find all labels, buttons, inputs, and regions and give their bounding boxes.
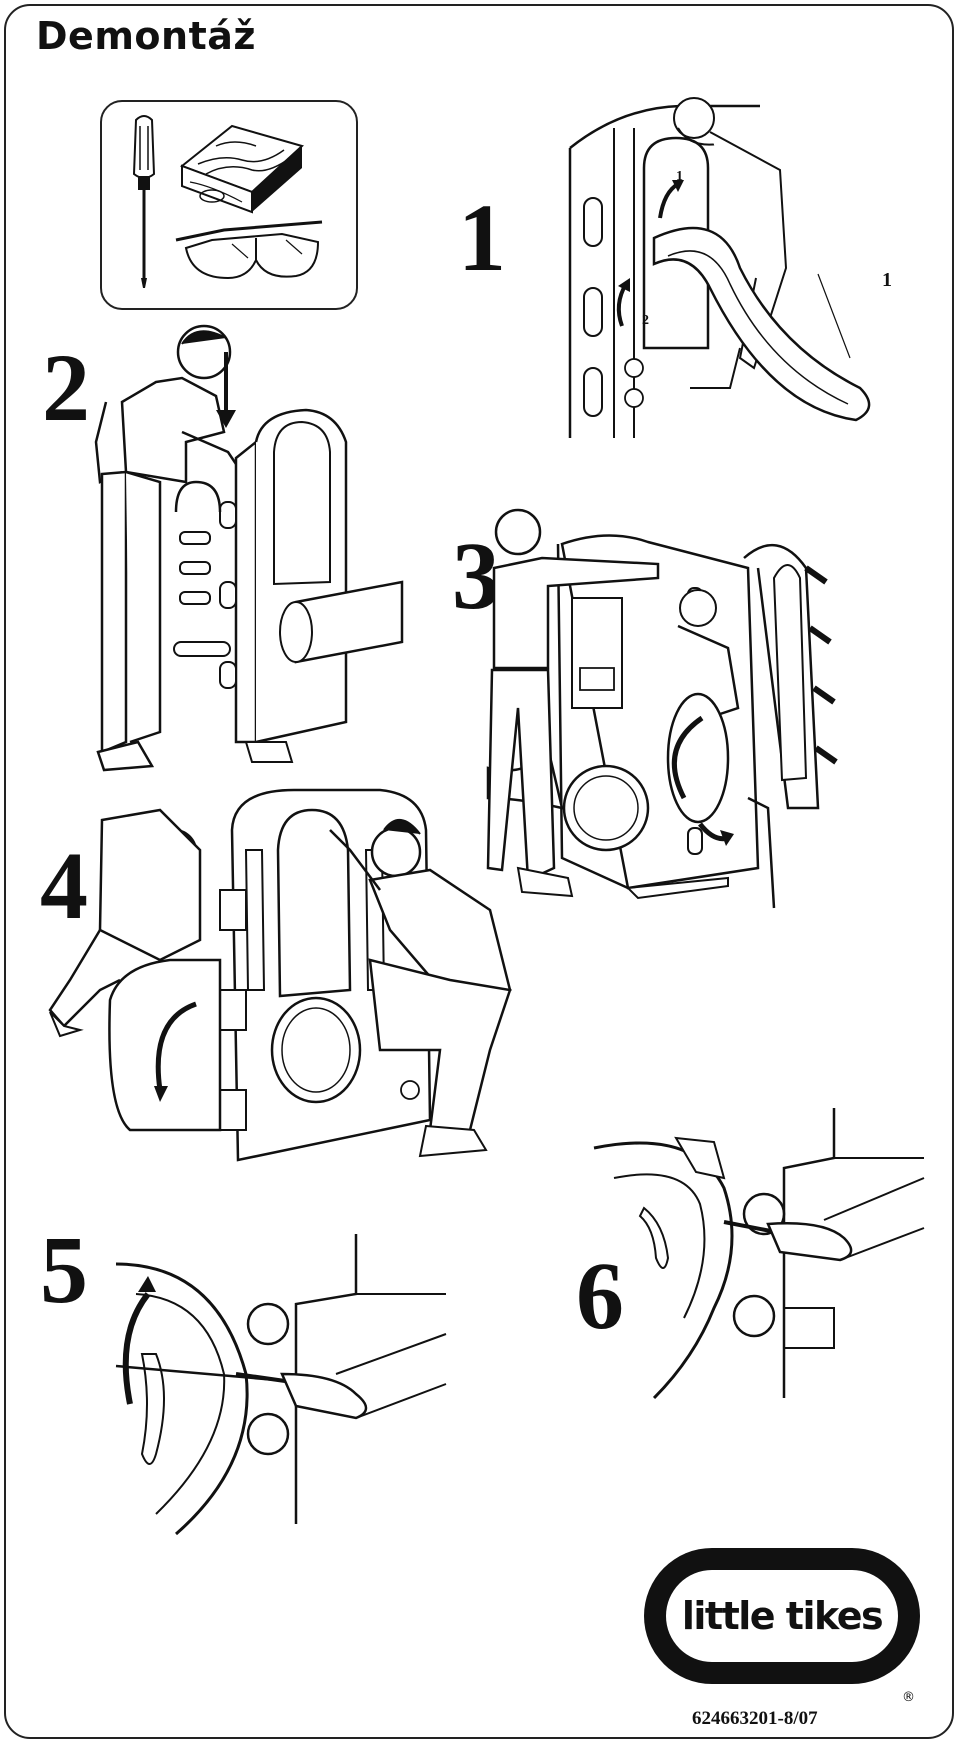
step-number-2: 2 <box>42 334 90 441</box>
step-2-illustration <box>86 322 402 772</box>
step-number-6: 6 <box>576 1242 624 1349</box>
logo-inner: little tikes <box>666 1570 898 1662</box>
step-5-illustration <box>56 1234 446 1534</box>
screwdriver-icon <box>124 112 164 288</box>
step-3-illustration <box>488 508 908 908</box>
safety-glasses-icon <box>172 214 332 294</box>
step-number-5: 5 <box>40 1216 88 1323</box>
step-1-callout-slide: 1 <box>882 269 892 291</box>
step-number-3: 3 <box>452 522 500 629</box>
brand-name: little tikes <box>681 1594 884 1638</box>
wood-block-icon <box>172 116 312 216</box>
step-1-callout-2: 2 <box>642 313 649 328</box>
page-title: Demontáž <box>36 14 256 58</box>
page-frame <box>4 4 954 1739</box>
step-1-illustration <box>560 88 920 448</box>
step-number-1: 1 <box>458 184 506 291</box>
step-4-illustration <box>50 790 570 1190</box>
part-number: 624663201-8/07 <box>692 1708 818 1729</box>
registered-mark: ® <box>902 1690 915 1705</box>
step-1-callout-1: 1 <box>676 169 683 184</box>
step-6-illustration <box>584 1108 924 1408</box>
brand-logo: little tikes <box>644 1548 920 1684</box>
step-number-4: 4 <box>40 832 88 939</box>
tools-box <box>100 100 358 310</box>
